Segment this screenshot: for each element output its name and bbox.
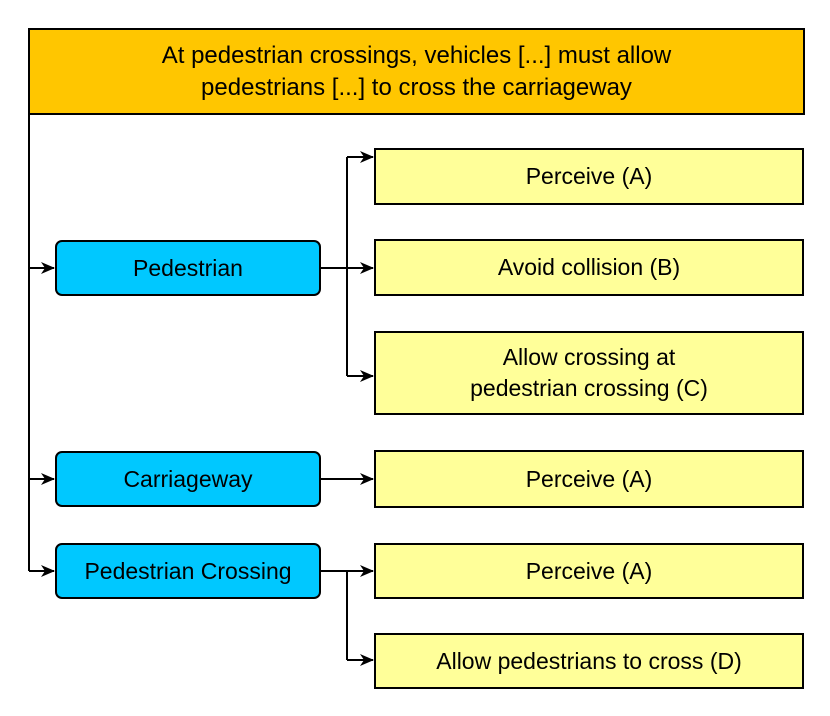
crossing-branch-line — [321, 570, 348, 660]
requirement-allow-crossing-c: Allow crossing at pedestrian crossing (C… — [374, 331, 804, 415]
entity-pedestrian-crossing: Pedestrian Crossing — [55, 543, 321, 599]
requirement-avoid-collision-b: Avoid collision (B) — [374, 239, 804, 296]
requirement-perceive-a: Perceive (A) — [374, 450, 804, 508]
entity-carriageway: Carriageway — [55, 451, 321, 507]
header-statement: At pedestrian crossings, vehicles [...] … — [28, 28, 805, 115]
requirement-perceive-a: Perceive (A) — [374, 148, 804, 205]
requirement-perceive-a: Perceive (A) — [374, 543, 804, 599]
entity-pedestrian: Pedestrian — [55, 240, 321, 296]
requirement-allow-pedestrians-d: Allow pedestrians to cross (D) — [374, 633, 804, 689]
pedestrian-branch-line — [321, 157, 348, 376]
